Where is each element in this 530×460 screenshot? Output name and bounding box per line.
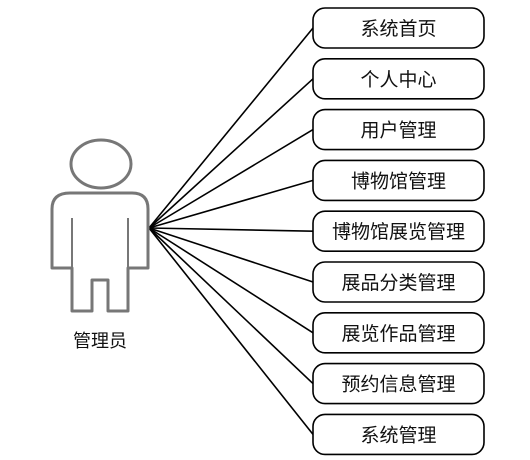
connector-line [148, 179, 314, 229]
connector-line [148, 78, 314, 229]
connector-line [148, 227, 314, 385]
connector-line [148, 27, 314, 229]
use-case-frame [312, 311, 485, 354]
use-case-box: 个人中心 [312, 57, 485, 100]
use-case-frame [312, 362, 485, 405]
connector-line [148, 227, 314, 283]
actor-head [69, 138, 133, 190]
use-case-frame [312, 57, 485, 100]
use-case-frame [312, 159, 485, 202]
connector-lines [148, 27, 314, 435]
use-case-label: 个人中心 [360, 69, 436, 91]
use-case-frame [312, 261, 485, 303]
use-case-box: 博物馆展览管理 [312, 210, 485, 252]
use-case-box: 展品分类管理 [312, 261, 485, 303]
connector-line [148, 227, 314, 334]
use-case-frame [312, 210, 485, 252]
connector-line [148, 227, 314, 232]
use-case-box: 用户管理 [312, 108, 485, 151]
use-case-box: 展览作品管理 [312, 311, 485, 354]
use-case-frame [312, 108, 485, 151]
use-case-label: 博物馆管理 [351, 170, 446, 192]
use-case-box: 预约信息管理 [312, 362, 485, 405]
use-case-frame [312, 413, 485, 456]
actor-figure: 管理员 [50, 138, 150, 352]
use-case-box: 博物馆管理 [312, 159, 485, 202]
use-case-list: 系统首页个人中心用户管理博物馆管理博物馆展览管理展品分类管理展览作品管理预约信息… [312, 7, 485, 456]
use-case-frame [312, 7, 485, 49]
use-case-label: 展览作品管理 [341, 323, 455, 345]
use-case-label: 用户管理 [360, 120, 436, 142]
use-case-box: 系统管理 [312, 413, 485, 456]
use-case-label: 博物馆展览管理 [332, 221, 465, 243]
use-case-label: 系统首页 [360, 18, 436, 40]
use-case-label: 展品分类管理 [341, 272, 455, 294]
actor-body [50, 191, 150, 313]
connector-line [148, 227, 314, 435]
use-case-label: 预约信息管理 [341, 374, 455, 396]
actor-label: 管理员 [73, 331, 127, 352]
use-case-box: 系统首页 [312, 7, 485, 49]
use-case-label: 系统管理 [360, 424, 436, 446]
connector-line [148, 128, 314, 229]
